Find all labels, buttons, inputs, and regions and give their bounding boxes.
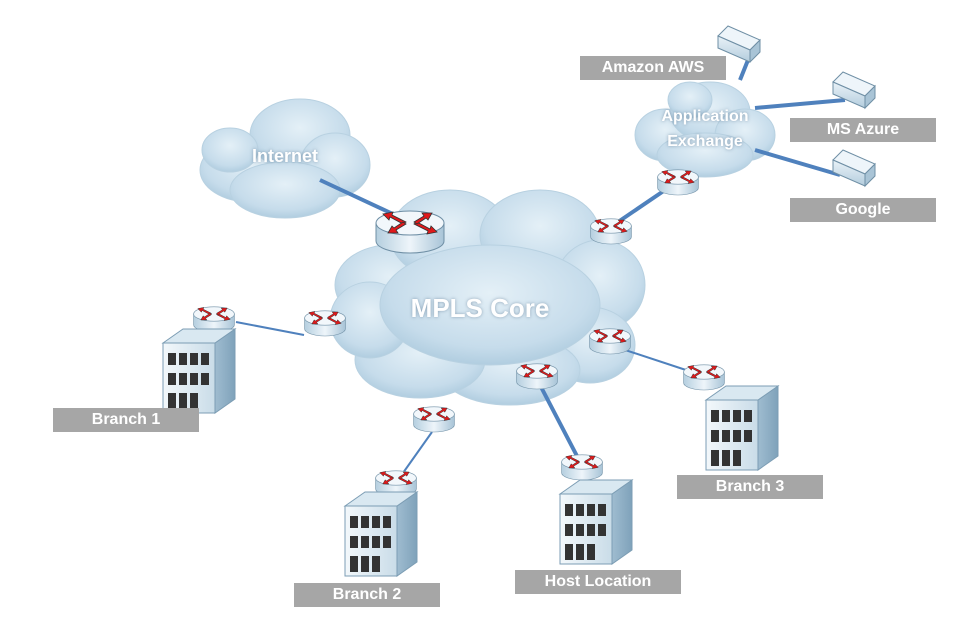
exchange-cloud-label-line2: Exchange [667,133,743,150]
exchange-cloud-label-line1: Application [661,108,749,125]
branch1-building-icon [162,328,236,414]
link-exchange-aws [738,59,750,81]
branch2-label: Branch 2 [294,583,440,607]
internet-cloud-label: Internet [251,146,318,166]
router-core-branch3-icon [589,328,631,355]
links [235,59,846,481]
host-building-icon [559,479,633,565]
link-exchange-azure [754,98,846,110]
router-exchange-icon [657,169,699,196]
link-host [538,384,580,459]
branch3-building-icon [705,385,779,471]
azure-server-icon [832,71,876,109]
link-exchange-google [754,148,841,177]
branch2-building-icon [344,491,418,577]
internet-cloud [199,98,371,219]
branch1-label: Branch 1 [53,408,199,432]
router-branch3-icon [683,364,725,391]
router-core-host-icon [516,363,558,390]
link-internet-core [319,178,396,217]
link-core-exchange [616,186,670,224]
router-host-icon [561,454,603,481]
mpls-core-label: MPLS Core [410,293,550,323]
google-server-icon [832,149,876,187]
ms-azure-label: MS Azure [790,118,936,142]
host-location-label: Host Location [515,570,681,594]
application-exchange-cloud [634,81,776,178]
branch3-label: Branch 3 [677,475,823,499]
router-branch1-icon [193,306,235,333]
router-core-exchange-icon [590,218,632,245]
router-core-branch1-icon [304,310,346,337]
link-branch1 [235,321,305,336]
amazon-aws-label: Amazon AWS [580,56,726,80]
router-core-main-icon [375,210,445,254]
router-core-branch2-icon [413,406,455,433]
google-label: Google [790,198,936,222]
